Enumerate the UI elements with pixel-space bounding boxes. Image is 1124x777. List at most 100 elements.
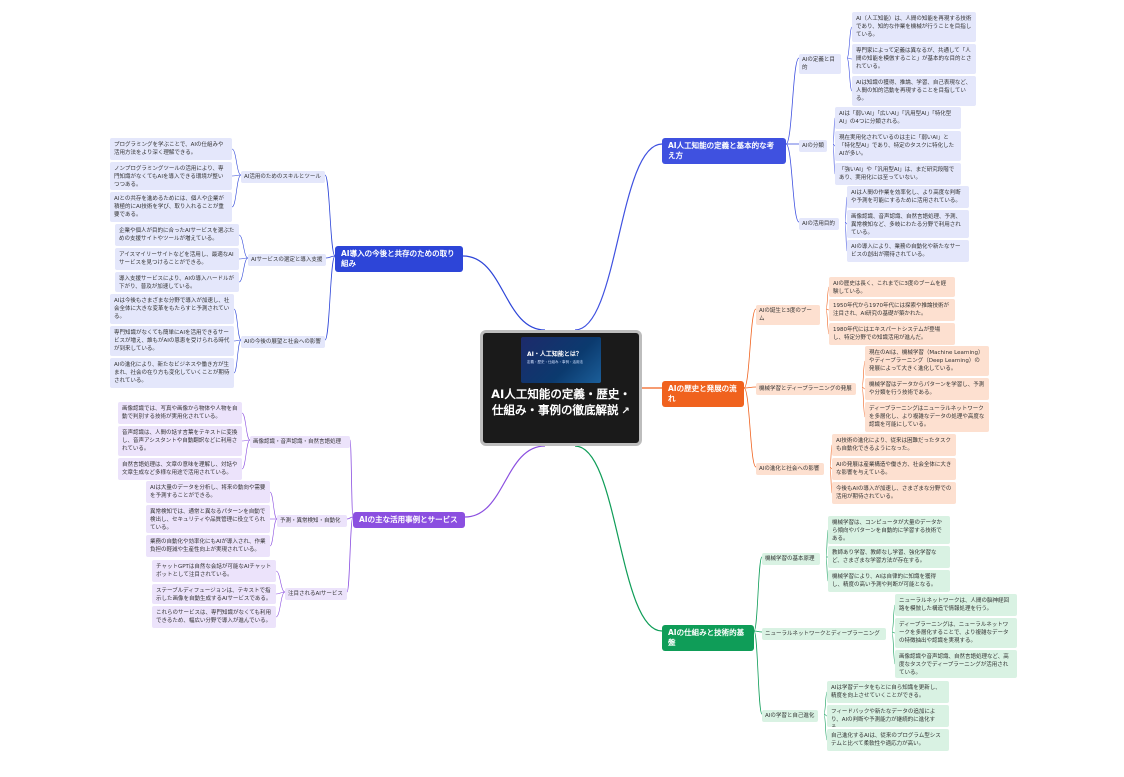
sub-ai-evolution-society[interactable]: AIの進化と社会への影響 — [756, 463, 824, 475]
connector-line — [891, 604, 896, 633]
connector-line — [861, 386, 866, 418]
connector-line — [825, 308, 830, 311]
leaf[interactable]: これらのサービスは、専門知識がなくても利用できるため、幅広い分野で導入が進んでい… — [152, 606, 276, 628]
leaf[interactable]: 導入支援サービスにより、AIの導入ハードルが下がり、普及が加速している。 — [115, 272, 239, 292]
leaf[interactable]: 現在実用化されているのは主に「弱いAI」と「特化型AI」であり、特定のタスクに特… — [835, 131, 961, 161]
connector-line — [574, 445, 663, 632]
sub-ai-definition-purpose[interactable]: AIの定義と目的 — [799, 54, 841, 74]
sub-skills-tools[interactable]: AI活用のためのスキルとツール — [241, 171, 325, 183]
leaf[interactable]: ディープラーニングはニューラルネットワークを多層化し、より複雑なデータの処理や高… — [865, 402, 989, 432]
external-link-icon[interactable]: ↗ — [621, 406, 630, 417]
sub-ml-dl-development[interactable]: 機械学習とディープラーニングの発展 — [756, 383, 856, 395]
connector-line — [346, 516, 354, 593]
connector-line — [238, 234, 249, 259]
leaf[interactable]: 画像認識や音声認識、自然言語処理など、高度なタスクでディープラーニングが活用され… — [895, 650, 1017, 678]
connector-line — [231, 174, 242, 208]
connector-line — [325, 255, 336, 259]
leaf[interactable]: 機械学習はデータからパターンを学習し、予測や分類を行う技術である。 — [865, 378, 989, 400]
sub-service-selection[interactable]: AIサービスの選定と導入支援 — [248, 254, 326, 266]
connector-line — [269, 518, 278, 547]
leaf[interactable]: プログラミングを学ぶことで、AIの仕組みや活用方法をより深く理解できる。 — [110, 138, 232, 160]
leaf[interactable]: 機械学習により、AIは自律的に知識を獲得し、精度の高い予測や判断が可能となる。 — [828, 570, 950, 592]
connector-line — [275, 591, 286, 595]
leaf[interactable]: ニューラルネットワークは、人間の脳神経回路を模倣した構造で情報処理を行う。 — [895, 594, 1017, 616]
connector-line — [832, 143, 836, 175]
connector-line — [753, 556, 763, 632]
connector-line — [241, 439, 251, 442]
connector-line — [574, 143, 663, 331]
leaf[interactable]: 「強いAI」や「汎用型AI」は、まだ研究段階であり、実用化には至っていない。 — [835, 163, 961, 185]
connector-line — [785, 143, 800, 223]
sub-outlook-society[interactable]: AIの今後の展望と社会への影響 — [241, 336, 325, 348]
central-topic[interactable]: AI・人工知能とは？ 定義・歴史・仕組み・事例・活用法 AI人工知能の定義・歴史… — [480, 330, 642, 446]
sub-ai-learning-evolution[interactable]: AIの学習と自己進化 — [762, 710, 818, 722]
leaf[interactable]: AI（人工知能）は、人間の知能を再現する技術であり、知的な作業を機械が行うことを… — [852, 12, 976, 42]
branch-future[interactable]: AI導入の今後と共存のための取り組み — [335, 246, 463, 272]
connector-line — [464, 445, 546, 518]
leaf[interactable]: フィードバックや新たなデータの追加により、AIの判断や予測能力が継続的に進化する… — [827, 705, 949, 727]
leaf[interactable]: 業務の自動化や効率化にもAIが導入され、作業負担の軽減や生産性向上が実現されてい… — [146, 535, 270, 557]
connector-line — [825, 529, 829, 558]
connector-line — [241, 412, 251, 441]
leaf[interactable]: 今後もAIの導入が加速し、さまざまな分野での活用が期待されている。 — [832, 482, 956, 504]
leaf[interactable]: 1950年代から1970年代には探索や推論技術が注目され、AI研究の基礎が築かれ… — [829, 299, 955, 321]
leaf[interactable]: 音声認識は、人間の話す言葉をテキストに変換し、音声アシスタントや自動翻訳などに利… — [118, 426, 242, 456]
connector-line — [462, 255, 546, 331]
leaf[interactable]: 専門知識がなくても簡単にAIを活用できるサービスが増え、誰もがAIの恩恵を受けら… — [110, 326, 234, 356]
leaf[interactable]: AIの進化により、新たなビジネスや働き方が生まれ、社会の在り方も変化していくこと… — [110, 358, 234, 388]
leaf[interactable]: 現在のAIは、機械学習（Machine Learning）やディープラーニング（… — [865, 346, 989, 376]
leaf[interactable]: ノンプログラミングツールの活用により、専門知識がなくてもAIを導入できる環境が整… — [110, 162, 232, 190]
branch-definition[interactable]: AI人工知能の定義と基本的な考え方 — [662, 138, 786, 164]
sub-ai-purpose[interactable]: AIの活用目的 — [799, 218, 839, 230]
leaf[interactable]: アイスマイリーサイトなどを活用し、最適なAIサービスを見つけることができる。 — [115, 248, 239, 270]
leaf[interactable]: 機械学習は、コンピュータが大量のデータから傾向やパターンを自動的に学習する技術で… — [828, 516, 950, 544]
leaf[interactable]: AIの歴史は長く、これまでに3度のブームを経験している。 — [829, 277, 955, 297]
leaf[interactable]: 自己進化するAIは、従来のプログラム型システムと比べて柔軟性や適応力が高い。 — [827, 729, 949, 751]
leaf[interactable]: AIは大量のデータを分析し、将来の動向や需要を予測することができる。 — [146, 481, 270, 503]
leaf[interactable]: AIの発展は産業構造や働き方、社会全体に大きな影響を与えている。 — [832, 458, 956, 480]
connector-line — [829, 444, 833, 468]
leaf[interactable]: AIとの共存を進めるためには、個人や企業が積極的にAI技術を学び、取り入れること… — [110, 192, 232, 222]
connector-line — [861, 360, 866, 388]
connector-line — [823, 713, 828, 741]
branch-use-cases[interactable]: AIの主な活用事例とサービス — [353, 512, 465, 528]
sub-ai-birth-booms[interactable]: AIの誕生と3度のブーム — [756, 305, 820, 325]
sub-nn-deep-learning[interactable]: ニューラルネットワークとディープラーニング — [762, 628, 886, 640]
connector-line — [349, 439, 354, 518]
leaf[interactable]: 画像認識、音声認識、自然言語処理、予測、異常検知など、多岐にわたる分野で利用され… — [847, 210, 969, 238]
connector-line — [275, 591, 286, 618]
leaf[interactable]: チャットGPTは自然な会話が可能なAIチャットボットとして注目されている。 — [152, 560, 276, 582]
leaf[interactable]: ディープラーニングは、ニューラルネットワークを多層化することで、より複雑なデータ… — [895, 618, 1017, 648]
sub-ai-classification[interactable]: AIの分類 — [799, 140, 827, 152]
connector-line — [233, 339, 242, 342]
leaf[interactable]: 異常検知では、通常と異なるパターンを自動で検出し、セキュリティや品質管理に役立て… — [146, 505, 270, 533]
leaf[interactable]: AIは学習データをもとに自ら知識を更新し、精度を向上させていくことができる。 — [827, 681, 949, 703]
leaf[interactable]: 画像認識では、写真や画像から物体や人物を自動で判別する技術が実用化されている。 — [118, 402, 242, 424]
leaf[interactable]: 自然言語処理は、文章の意味を理解し、対話や文章生成など多様な用途で活用されている… — [118, 458, 242, 480]
leaf[interactable]: 専門家によって定義は異なるが、共通して「人間の知能を模倣すること」が基本的な目的… — [852, 44, 976, 74]
sub-notable-services[interactable]: 注目されるAIサービス — [285, 588, 347, 600]
sub-ml-principles[interactable]: 機械学習の基本原理 — [762, 553, 820, 565]
sub-recognition[interactable]: 画像認識・音声認識・自然言語処理 — [250, 436, 350, 448]
leaf[interactable]: AIは知識の獲得、推論、学習、自己表現など、人間の知的活動を再現することを目指し… — [852, 76, 976, 106]
connector-line — [238, 257, 249, 260]
connector-line — [346, 516, 354, 520]
branch-history[interactable]: AIの歴史と発展の流れ — [662, 381, 744, 407]
connector-line — [753, 630, 763, 715]
leaf[interactable]: 教師あり学習、教師なし学習、強化学習など、さまざまな学習方法が存在する。 — [828, 546, 950, 568]
connector-line — [231, 148, 242, 176]
leaf[interactable]: AIは今後もさまざまな分野で導入が加速し、社会全体に大きな変革をもたらすと予測さ… — [110, 294, 234, 324]
branch-technology[interactable]: AIの仕組みと技術的基盤 — [662, 625, 754, 651]
sub-prediction-automation[interactable]: 予測・異常検知・自動化 — [277, 515, 347, 527]
leaf[interactable]: AIは人間の作業を効率化し、より高度な判断や予測を可能にするために活用されている… — [847, 186, 969, 208]
leaf[interactable]: ステーブルディフュージョンは、テキストで指示した画像を自動生成するAIサービスで… — [152, 584, 276, 604]
connector-line — [823, 691, 828, 715]
leaf[interactable]: AI技術の進化により、従来は困難だったタスクも自動化できるようになった。 — [832, 434, 956, 456]
leaf[interactable]: 企業や個人が目的に合ったAIサービスを選ぶための支援サイトやツールが増えている。 — [115, 224, 239, 246]
leaf[interactable]: AIの導入により、業務の自動化や新たなサービスの創出が期待されている。 — [847, 240, 969, 262]
connector-line — [891, 631, 896, 634]
leaf[interactable]: 1980年代にはエキスパートシステムが登場し、特定分野での知識活用が進んだ。 — [829, 323, 955, 345]
leaf[interactable]: AIは「弱いAI」「広いAI」「汎用型AI」「特化型AI」の4つに分類される。 — [835, 107, 961, 129]
connector-line — [825, 308, 830, 335]
